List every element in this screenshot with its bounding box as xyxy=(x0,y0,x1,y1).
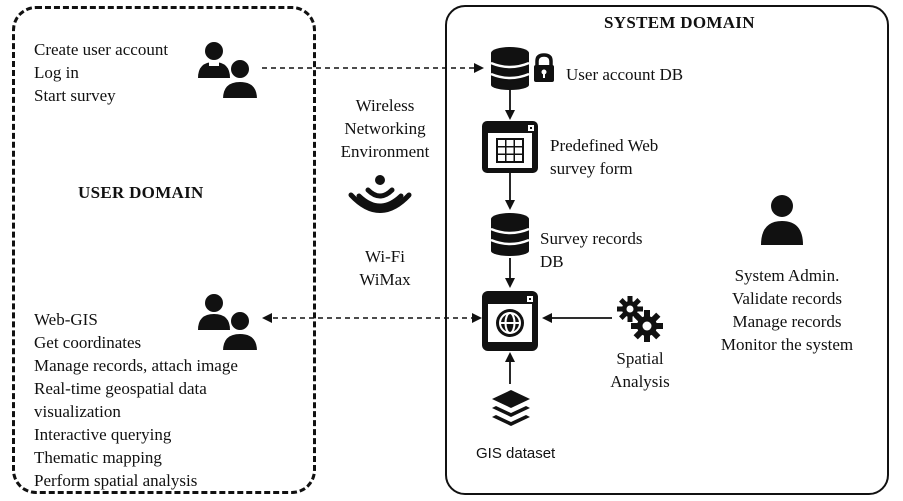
spatial-analysis-label-line: Analysis xyxy=(610,372,670,391)
network-technology: Wi-Fi xyxy=(365,247,405,266)
survey-form-label: Predefined Web survey form xyxy=(550,134,658,180)
survey-form-label-line: Predefined Web xyxy=(550,136,659,155)
lock-icon xyxy=(534,53,554,82)
user-domain-title: USER DOMAIN xyxy=(78,183,204,202)
network-environment-line: Environment xyxy=(340,142,430,161)
webgis-action-item: Web-GIS xyxy=(34,310,98,329)
account-actions-list: Create user account Log in Start survey xyxy=(34,38,168,107)
admin-responsibilities: System Admin. Validate records Manage re… xyxy=(708,264,866,356)
account-action-item: Create user account xyxy=(34,40,169,59)
user-account-db-label: User account DB xyxy=(566,65,684,84)
system-domain-title: SYSTEM DOMAIN xyxy=(604,13,755,32)
system-domain-box xyxy=(445,5,889,495)
web-form-icon xyxy=(482,121,538,173)
database-icon xyxy=(490,47,530,90)
account-action-item: Log in xyxy=(34,63,79,82)
gears-icon xyxy=(617,296,663,342)
network-environment-label: Wireless Networking Environment xyxy=(330,94,440,163)
network-environment-line: Networking xyxy=(344,119,426,138)
webgis-action-item: Thematic mapping xyxy=(34,448,162,467)
admin-user-icon xyxy=(761,195,803,245)
layers-icon xyxy=(492,390,530,426)
admin-line: System Admin. xyxy=(734,266,840,285)
network-environment-line: Wireless xyxy=(355,96,415,115)
wifi-icon xyxy=(348,175,412,213)
network-technologies: Wi-Fi WiMax xyxy=(330,245,440,291)
gis-dataset-label: GIS dataset xyxy=(476,445,556,462)
users-icon xyxy=(198,42,260,100)
survey-records-label-line: Survey records xyxy=(540,229,643,248)
webgis-action-item: Get coordinates xyxy=(34,333,142,352)
webgis-action-item: Real-time geospatial data xyxy=(34,379,207,398)
webgis-action-item: Manage records, attach image xyxy=(34,356,238,375)
admin-line: Validate records xyxy=(732,289,842,308)
webgis-actions-list: Web-GIS Get coordinates Manage records, … xyxy=(34,308,238,492)
network-technology: WiMax xyxy=(359,270,411,289)
users-icon xyxy=(198,294,260,352)
admin-line: Manage records xyxy=(732,312,842,331)
survey-form-label-line: survey form xyxy=(550,159,633,178)
webgis-action-item: Perform spatial analysis xyxy=(34,471,198,490)
survey-records-label-line: DB xyxy=(540,252,564,271)
webgis-action-item: Interactive querying xyxy=(34,425,172,444)
survey-records-db-label: Survey records DB xyxy=(540,227,642,273)
user-domain-box xyxy=(12,6,316,494)
globe-window-icon xyxy=(482,291,538,351)
webgis-action-item: visualization xyxy=(34,402,121,421)
spatial-analysis-label: Spatial Analysis xyxy=(598,347,682,393)
spatial-analysis-label-line: Spatial xyxy=(616,349,664,368)
admin-line: Monitor the system xyxy=(720,335,854,354)
database-icon xyxy=(490,213,530,256)
account-action-item: Start survey xyxy=(34,86,116,105)
